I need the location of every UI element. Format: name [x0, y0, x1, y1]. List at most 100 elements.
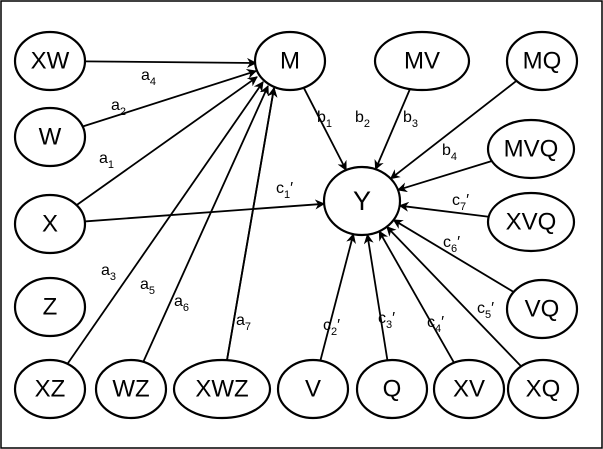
- path-label-c1-subscript: 1: [284, 189, 290, 201]
- node-mv-ellipse: [373, 30, 471, 92]
- node-m-ellipse: [253, 30, 327, 92]
- edge-w-to-m: [82, 68, 257, 128]
- node-mq: MQ: [505, 30, 579, 92]
- edge-v-to-y: [319, 233, 356, 361]
- edge-xv-to-y: [378, 230, 455, 364]
- path-label-a3: a3: [101, 262, 116, 283]
- node-mq-ellipse: [505, 30, 579, 92]
- node-m: M: [253, 30, 327, 92]
- path-label-c2-prime: ′: [337, 317, 340, 334]
- node-wz-ellipse: [94, 358, 168, 420]
- node-m-label: M: [280, 48, 300, 75]
- edge-mvq-to-y: [396, 160, 493, 193]
- node-xw-label: XW: [31, 48, 70, 75]
- node-x: X: [13, 193, 87, 255]
- path-label-a1-subscript: 1: [108, 159, 114, 171]
- path-label-a5-base: a: [140, 276, 149, 293]
- node-v: V: [276, 358, 350, 420]
- path-label-b3: b3: [403, 109, 418, 130]
- node-vq-ellipse: [505, 278, 579, 340]
- node-x-label: X: [42, 211, 58, 238]
- node-q-ellipse: [355, 358, 429, 420]
- edge-q-to-y: [363, 233, 389, 361]
- path-label-c6-prime: ′: [457, 234, 460, 251]
- path-label-c7-base: c: [452, 192, 460, 209]
- node-mv-label: MV: [404, 48, 440, 75]
- path-label-a2-base: a: [111, 97, 120, 114]
- node-xq-ellipse: [506, 358, 580, 420]
- path-label-c7: c7′: [452, 192, 469, 213]
- path-label-a7-subscript: 7: [245, 321, 251, 333]
- node-xq-label: XQ: [526, 376, 561, 403]
- node-xvq-ellipse: [486, 191, 576, 253]
- edge-wz-to-m: [142, 85, 269, 363]
- node-v-ellipse: [276, 358, 350, 420]
- node-z-label: Z: [43, 294, 58, 321]
- node-xz: XZ: [13, 358, 87, 420]
- path-label-c3-base: c: [378, 310, 386, 327]
- path-label-c4: c4′: [427, 314, 444, 335]
- path-label-b2-base: b: [355, 109, 364, 126]
- node-mvq: MVQ: [486, 118, 576, 180]
- node-wz-label: WZ: [112, 376, 149, 403]
- node-xwz: XWZ: [172, 358, 272, 420]
- node-q: Q: [355, 358, 429, 420]
- path-label-b4-base: b: [442, 142, 451, 159]
- node-xz-label: XZ: [35, 376, 66, 403]
- path-label-a6: a6: [174, 293, 189, 314]
- edge-xwz-to-m: [226, 87, 278, 361]
- node-z-ellipse: [13, 276, 87, 338]
- path-label-a2: a2: [111, 97, 126, 118]
- path-label-a1-base: a: [99, 150, 108, 167]
- path-label-a5: a5: [140, 276, 155, 297]
- path-label-b3-base: b: [403, 109, 412, 126]
- path-label-b2-subscript: 2: [364, 118, 370, 130]
- node-mvq-ellipse: [486, 118, 576, 180]
- path-label-c1: c1′: [276, 180, 293, 201]
- path-label-b2: b2: [355, 109, 370, 130]
- edge-xw-to-m: [84, 57, 257, 68]
- edge-mq-to-y: [389, 80, 518, 180]
- node-xvq-label: XVQ: [506, 209, 557, 236]
- path-label-c2-subscript: 2: [331, 326, 337, 338]
- path-label-a3-base: a: [101, 262, 110, 279]
- path-label-c4-prime: ′: [441, 314, 444, 331]
- path-label-a7: a7: [236, 312, 251, 333]
- path-label-c7-subscript: 7: [460, 201, 466, 213]
- path-label-c6-subscript: 6: [451, 243, 457, 255]
- path-label-c2-base: c: [323, 317, 331, 334]
- path-label-b1: b1: [317, 109, 332, 130]
- node-w: W: [13, 106, 87, 168]
- edge-xvq-to-y: [398, 201, 489, 218]
- node-z: Z: [13, 276, 87, 338]
- edges-layer: [66, 57, 522, 367]
- node-xq: XQ: [506, 358, 580, 420]
- node-w-label: W: [39, 124, 62, 151]
- path-label-b4: b4: [442, 142, 457, 163]
- node-mvq-label: MVQ: [504, 136, 559, 163]
- node-q-label: Q: [383, 376, 402, 403]
- path-label-b3-subscript: 3: [412, 118, 418, 130]
- node-xv-label: XV: [453, 376, 485, 403]
- node-x-ellipse: [13, 193, 87, 255]
- path-label-a3-subscript: 3: [110, 271, 116, 283]
- node-y-label: Y: [353, 186, 371, 216]
- path-label-a4: a4: [141, 67, 156, 88]
- path-label-a6-subscript: 6: [183, 302, 189, 314]
- path-label-c4-subscript: 4: [435, 323, 441, 335]
- node-xvq: XVQ: [486, 191, 576, 253]
- node-xw: XW: [13, 30, 87, 92]
- node-wz: WZ: [94, 358, 168, 420]
- node-xwz-label: XWZ: [195, 376, 248, 403]
- edge-m-to-y: [302, 87, 347, 172]
- edge-vq-to-y: [392, 219, 515, 293]
- node-v-label: V: [305, 376, 321, 403]
- path-label-c5: c5′: [477, 300, 494, 321]
- path-label-c1-base: c: [276, 180, 284, 197]
- path-label-a4-base: a: [141, 67, 150, 84]
- path-label-a7-base: a: [236, 312, 245, 329]
- edge-mv-to-y: [374, 88, 411, 171]
- path-label-a5-subscript: 5: [149, 285, 155, 297]
